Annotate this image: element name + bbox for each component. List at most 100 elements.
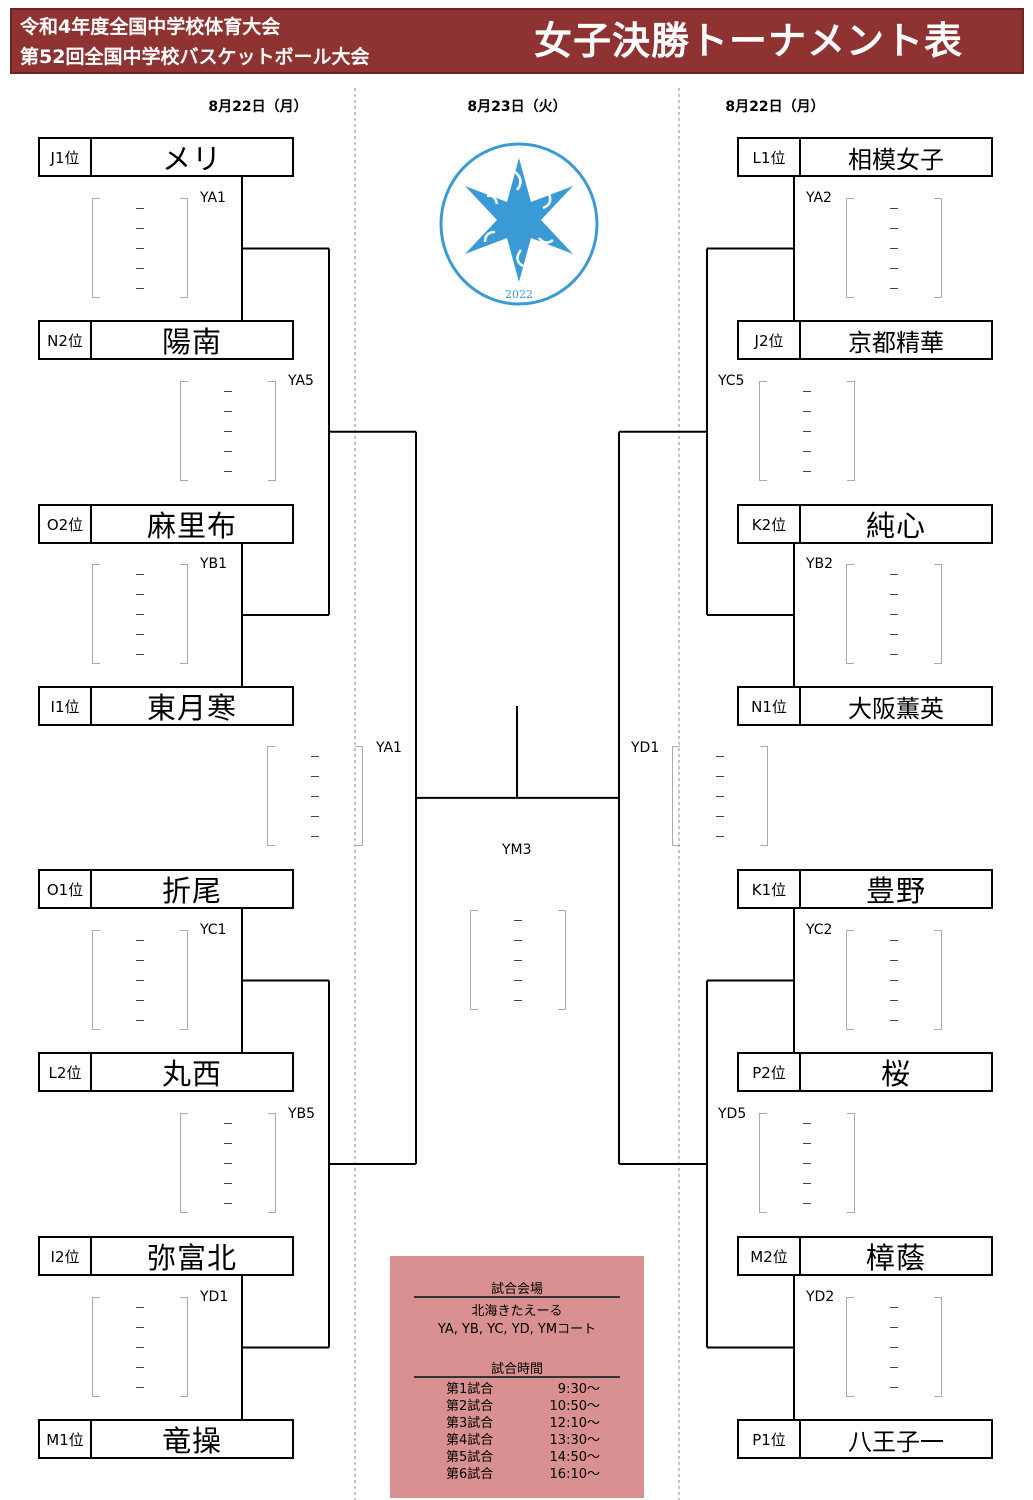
- score-bracket-left: [846, 198, 854, 298]
- score-dash: [136, 1000, 144, 1001]
- score-dash: [803, 1123, 811, 1124]
- match-code: YM3: [502, 842, 532, 858]
- venue-label: 試合会場: [490, 1282, 543, 1297]
- score-dash: [803, 1183, 811, 1184]
- team-name: 丸西: [161, 1057, 222, 1091]
- team-entry: J2位京都精華: [737, 320, 993, 360]
- page-title: 女子決勝トーナメント表: [534, 19, 964, 63]
- match-code: YB1: [200, 556, 228, 572]
- score-dash: [716, 836, 724, 837]
- score-dash: [716, 756, 724, 757]
- score-dash: [890, 1020, 898, 1021]
- score-dash: [803, 1143, 811, 1144]
- score-dash: [803, 1203, 811, 1204]
- score-dash: [136, 614, 144, 615]
- score-bracket-left: [846, 1297, 854, 1397]
- score-dash: [803, 471, 811, 472]
- score-dash: [890, 1327, 898, 1328]
- score-dash: [136, 288, 144, 289]
- score-dash: [890, 980, 898, 981]
- team-entry: L2位丸西: [38, 1052, 294, 1092]
- info-divider: [414, 1296, 620, 1298]
- score-dash: [311, 836, 319, 837]
- team-seed: I2位: [40, 1238, 92, 1274]
- team-seed: O1位: [40, 871, 92, 907]
- team-entry: I2位弥富北: [38, 1236, 294, 1276]
- team-seed: J2位: [739, 322, 801, 358]
- score-box: [92, 1297, 188, 1399]
- team-name: 折尾: [161, 874, 222, 908]
- score-bracket-left: [470, 910, 478, 1010]
- match-code: YB2: [806, 556, 834, 572]
- score-dash: [136, 1387, 144, 1388]
- score-dash: [890, 654, 898, 655]
- score-box: [92, 930, 188, 1032]
- score-box: [92, 564, 188, 666]
- team-entry: J1位メリ: [38, 137, 294, 177]
- team-name: 樟蔭: [865, 1241, 926, 1275]
- team-seed: M1位: [40, 1421, 92, 1457]
- match-code: YA1: [200, 190, 226, 206]
- score-dash: [803, 451, 811, 452]
- page-header: 令和4年度全国中学校体育大会 第52回全国中学校バスケットボール大会 女子決勝ト…: [10, 8, 1024, 74]
- team-seed: M2位: [739, 1238, 801, 1274]
- game-label: 第3試合: [446, 1416, 494, 1431]
- score-box: [846, 1297, 942, 1399]
- date-center: 8月23日（火）: [467, 99, 567, 115]
- team-seed: O2位: [40, 506, 92, 542]
- score-bracket-left: [92, 564, 100, 664]
- team-seed: N1位: [739, 688, 801, 724]
- score-dash: [890, 1000, 898, 1001]
- score-dash: [716, 796, 724, 797]
- score-box: [267, 746, 363, 848]
- team-seed: P1位: [739, 1421, 801, 1457]
- score-dash: [890, 614, 898, 615]
- score-bracket-right: [355, 746, 363, 846]
- schedule-row: 第3試合 12:10～: [390, 1412, 644, 1431]
- snowflake-emblem-icon: 2022: [439, 142, 599, 306]
- score-dash: [224, 1203, 232, 1204]
- score-dash: [890, 1367, 898, 1368]
- score-box: [180, 381, 276, 483]
- game-time: 14:50～: [549, 1450, 600, 1465]
- score-bracket-right: [180, 1297, 188, 1397]
- score-dash: [224, 431, 232, 432]
- score-box: [759, 381, 855, 483]
- score-dash: [803, 1163, 811, 1164]
- score-dash: [224, 1143, 232, 1144]
- score-bracket-right: [558, 910, 566, 1010]
- game-time: 12:10～: [549, 1416, 600, 1431]
- score-bracket-left: [267, 746, 275, 846]
- team-name: 陽南: [161, 325, 222, 359]
- score-bracket-right: [268, 1113, 276, 1213]
- score-dash: [224, 451, 232, 452]
- team-seed: I1位: [40, 688, 92, 724]
- score-bracket-right: [847, 381, 855, 481]
- score-dash: [716, 816, 724, 817]
- team-entry: O1位 折尾: [38, 869, 294, 909]
- team-seed: K1位: [739, 871, 801, 907]
- score-bracket-left: [92, 198, 100, 298]
- info-divider: [414, 1376, 620, 1378]
- score-dash: [224, 391, 232, 392]
- match-code: YC5: [718, 373, 745, 389]
- score-dash: [890, 208, 898, 209]
- match-code: YB5: [288, 1106, 316, 1122]
- score-dash: [136, 1347, 144, 1348]
- score-dash: [136, 960, 144, 961]
- team-name: メリ: [161, 142, 222, 176]
- game-label: 第1試合: [446, 1382, 494, 1397]
- score-dash: [890, 594, 898, 595]
- event-subtitle-1: 令和4年度全国中学校体育大会: [20, 16, 281, 38]
- score-dash: [890, 1387, 898, 1388]
- score-dash: [514, 980, 522, 981]
- score-dash: [890, 228, 898, 229]
- game-label: 第2試合: [446, 1399, 494, 1414]
- score-dash: [224, 471, 232, 472]
- score-dash: [136, 228, 144, 229]
- score-dash: [136, 574, 144, 575]
- score-dash: [136, 594, 144, 595]
